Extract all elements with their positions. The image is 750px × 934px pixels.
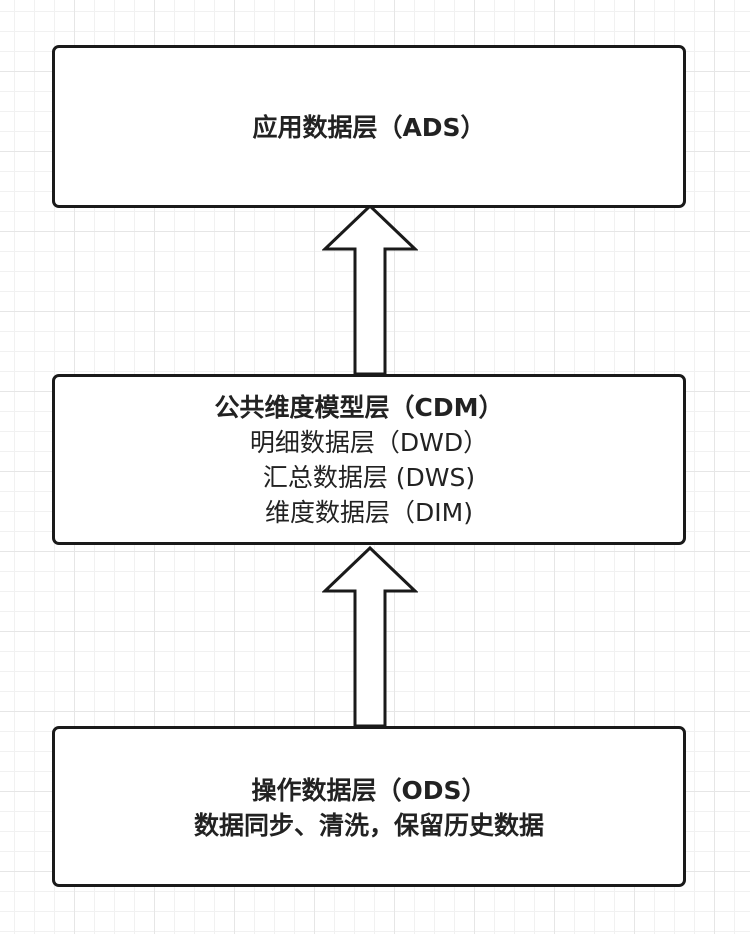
cdm-layer-box: 公共维度模型层（CDM） 明细数据层（DWD） 汇总数据层 (DWS) 维度数据… [52,374,686,545]
ads-layer-title: 应用数据层（ADS） [252,113,486,142]
arrow-cdm-to-ads [322,203,418,376]
ods-layer-description: 数据同步、清洗，保留历史数据 [193,811,544,840]
ods-layer-text: 操作数据层（ODS） 数据同步、清洗，保留历史数据 [55,773,683,843]
ods-layer-box: 操作数据层（ODS） 数据同步、清洗，保留历史数据 [52,726,686,887]
cdm-layer-title: 公共维度模型层（CDM） [214,393,504,422]
cdm-dws-line: 汇总数据层 (DWS) [262,463,476,492]
cdm-layer-text: 公共维度模型层（CDM） 明细数据层（DWD） 汇总数据层 (DWS) 维度数据… [55,390,683,530]
cdm-dim-line: 维度数据层（DIM) [265,498,473,527]
ods-layer-title: 操作数据层（ODS） [251,776,487,805]
ads-layer-box: 应用数据层（ADS） [52,45,686,208]
cdm-dwd-line: 明细数据层（DWD） [249,428,489,457]
arrow-ods-to-cdm [322,545,418,728]
